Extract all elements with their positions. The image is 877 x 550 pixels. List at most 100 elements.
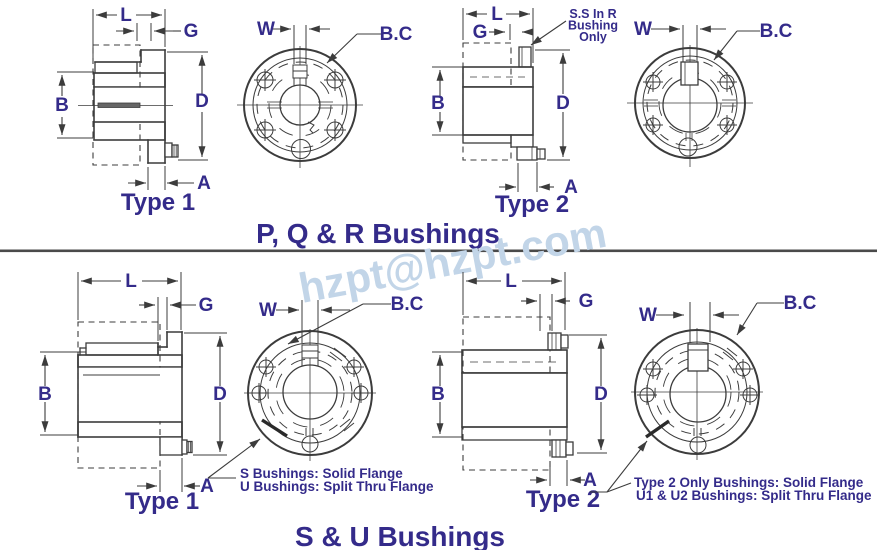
top-screw [547,332,569,351]
split-line [645,419,670,439]
dim-label-L: L [120,5,132,26]
type2-caption: Type 2 [495,191,569,218]
dim-label-D: D [195,91,209,112]
hatched-band-lower [93,121,166,141]
bore-notch [307,121,315,134]
pqr-type2-front-view: W B.C [627,19,793,167]
bolt-circle [654,349,740,435]
flange-foot [159,436,183,456]
split-tick-marks [267,101,333,109]
dim-label-BC: B.C [784,293,817,314]
dim-label-G: G [473,22,488,43]
body [461,372,568,428]
su-front1-note-line2: U Bushings: Split Thru Flange [240,479,434,494]
dim-label-D: D [213,384,227,405]
dim-label-L: L [505,271,517,292]
outer-diameter [634,47,746,159]
inner-dashed-circle [662,357,732,427]
keyway [292,25,308,86]
bottom-hole [301,435,319,453]
flange-plate [462,134,512,144]
bore [669,365,727,423]
dim-label-W: W [257,19,275,40]
note-leader-stub2 [606,482,632,493]
dim-label-B: B [431,93,445,114]
split-line [261,418,288,438]
split-tick-marks [644,99,736,141]
dim-label-D: D [556,93,570,114]
dim-label-G: G [579,291,594,312]
keyway [301,300,319,366]
set-screw [518,46,532,68]
su-front2-note-line2: U1 & U2 Bushings: Split Thru Flange [636,488,872,503]
su-type2-dimensions [432,272,607,486]
bottom-hole [291,139,311,159]
mounting-holes [643,72,737,157]
dim-label-L: L [491,4,503,25]
su-type1-dimensions [40,272,227,492]
dim-label-BC: B.C [391,294,424,315]
dim-label-B: B [55,95,69,116]
bc-leader [287,303,364,345]
dim-label-A: A [564,177,578,198]
cap-screw [181,439,193,455]
keyway-cap-block [85,342,159,356]
bc-leader [736,302,758,336]
hatched-band-upper [461,349,568,374]
dim-label-W: W [634,19,652,40]
inner-dashed-circle [275,358,345,428]
split-detail-lines [305,347,355,436]
type2-caption: Type 2 [526,486,600,513]
dim-label-W: W [259,300,277,321]
dim-label-L: L [125,271,137,292]
dim-label-B: B [38,384,52,405]
keyway [687,302,711,372]
mounting-holes [254,69,346,159]
body [462,86,534,136]
ss-note-line3: Only [579,30,607,44]
bolt-circle [256,61,344,149]
mounting-holes [249,357,371,453]
pqr-type1-dimensions [57,9,208,190]
bottom-screw [551,439,574,458]
dim-label-B: B [431,384,445,405]
bc-leader [326,33,358,64]
su-type1-front-view: W B.C S Bushings: Solid Flange U Bushing… [207,294,434,494]
dim-label-G: G [199,295,214,316]
su-type1-side-view: L G B D A Type 1 [38,271,227,515]
bc-leader [713,30,738,61]
bore [279,84,321,126]
flange-ring [252,57,348,153]
pqr-type2-dimensions [432,8,570,192]
hatched-band-lower [77,421,183,438]
cap-screw [516,146,546,161]
mounting-holes [637,359,760,454]
su-front2-note-line1: Type 2 Only Bushings: Solid Flange [634,475,864,490]
outer-diameter [243,48,357,162]
section-divider [0,249,877,253]
ss-note-line2: Bushing [568,19,618,33]
ss-note-leader [530,20,567,46]
dim-label-A: A [583,470,597,491]
keyway [680,25,699,86]
bottom-hole [689,436,707,454]
type1-caption: Type 1 [121,189,195,216]
flange-step [510,134,534,148]
pqr-type1-front-view: W B.C [237,19,413,168]
ss-note-line1: S.S In R [569,7,616,21]
bore-region [79,367,181,422]
dim-label-BC: B.C [380,24,413,45]
pqr-type1-side-view: L G B D A Type 1 [55,5,211,216]
note-leader-arrow [207,438,261,479]
bottom-section-title: S & U Bushings [295,521,505,550]
dim-label-BC: B.C [760,21,793,42]
note-leader-arrow [606,440,648,493]
type1-caption: Type 1 [125,488,199,515]
dim-label-G: G [184,21,199,42]
dim-label-D: D [594,384,608,405]
outer-diameter [247,330,373,456]
hatched-band-upper [93,72,166,88]
outer-diameter [634,329,760,455]
